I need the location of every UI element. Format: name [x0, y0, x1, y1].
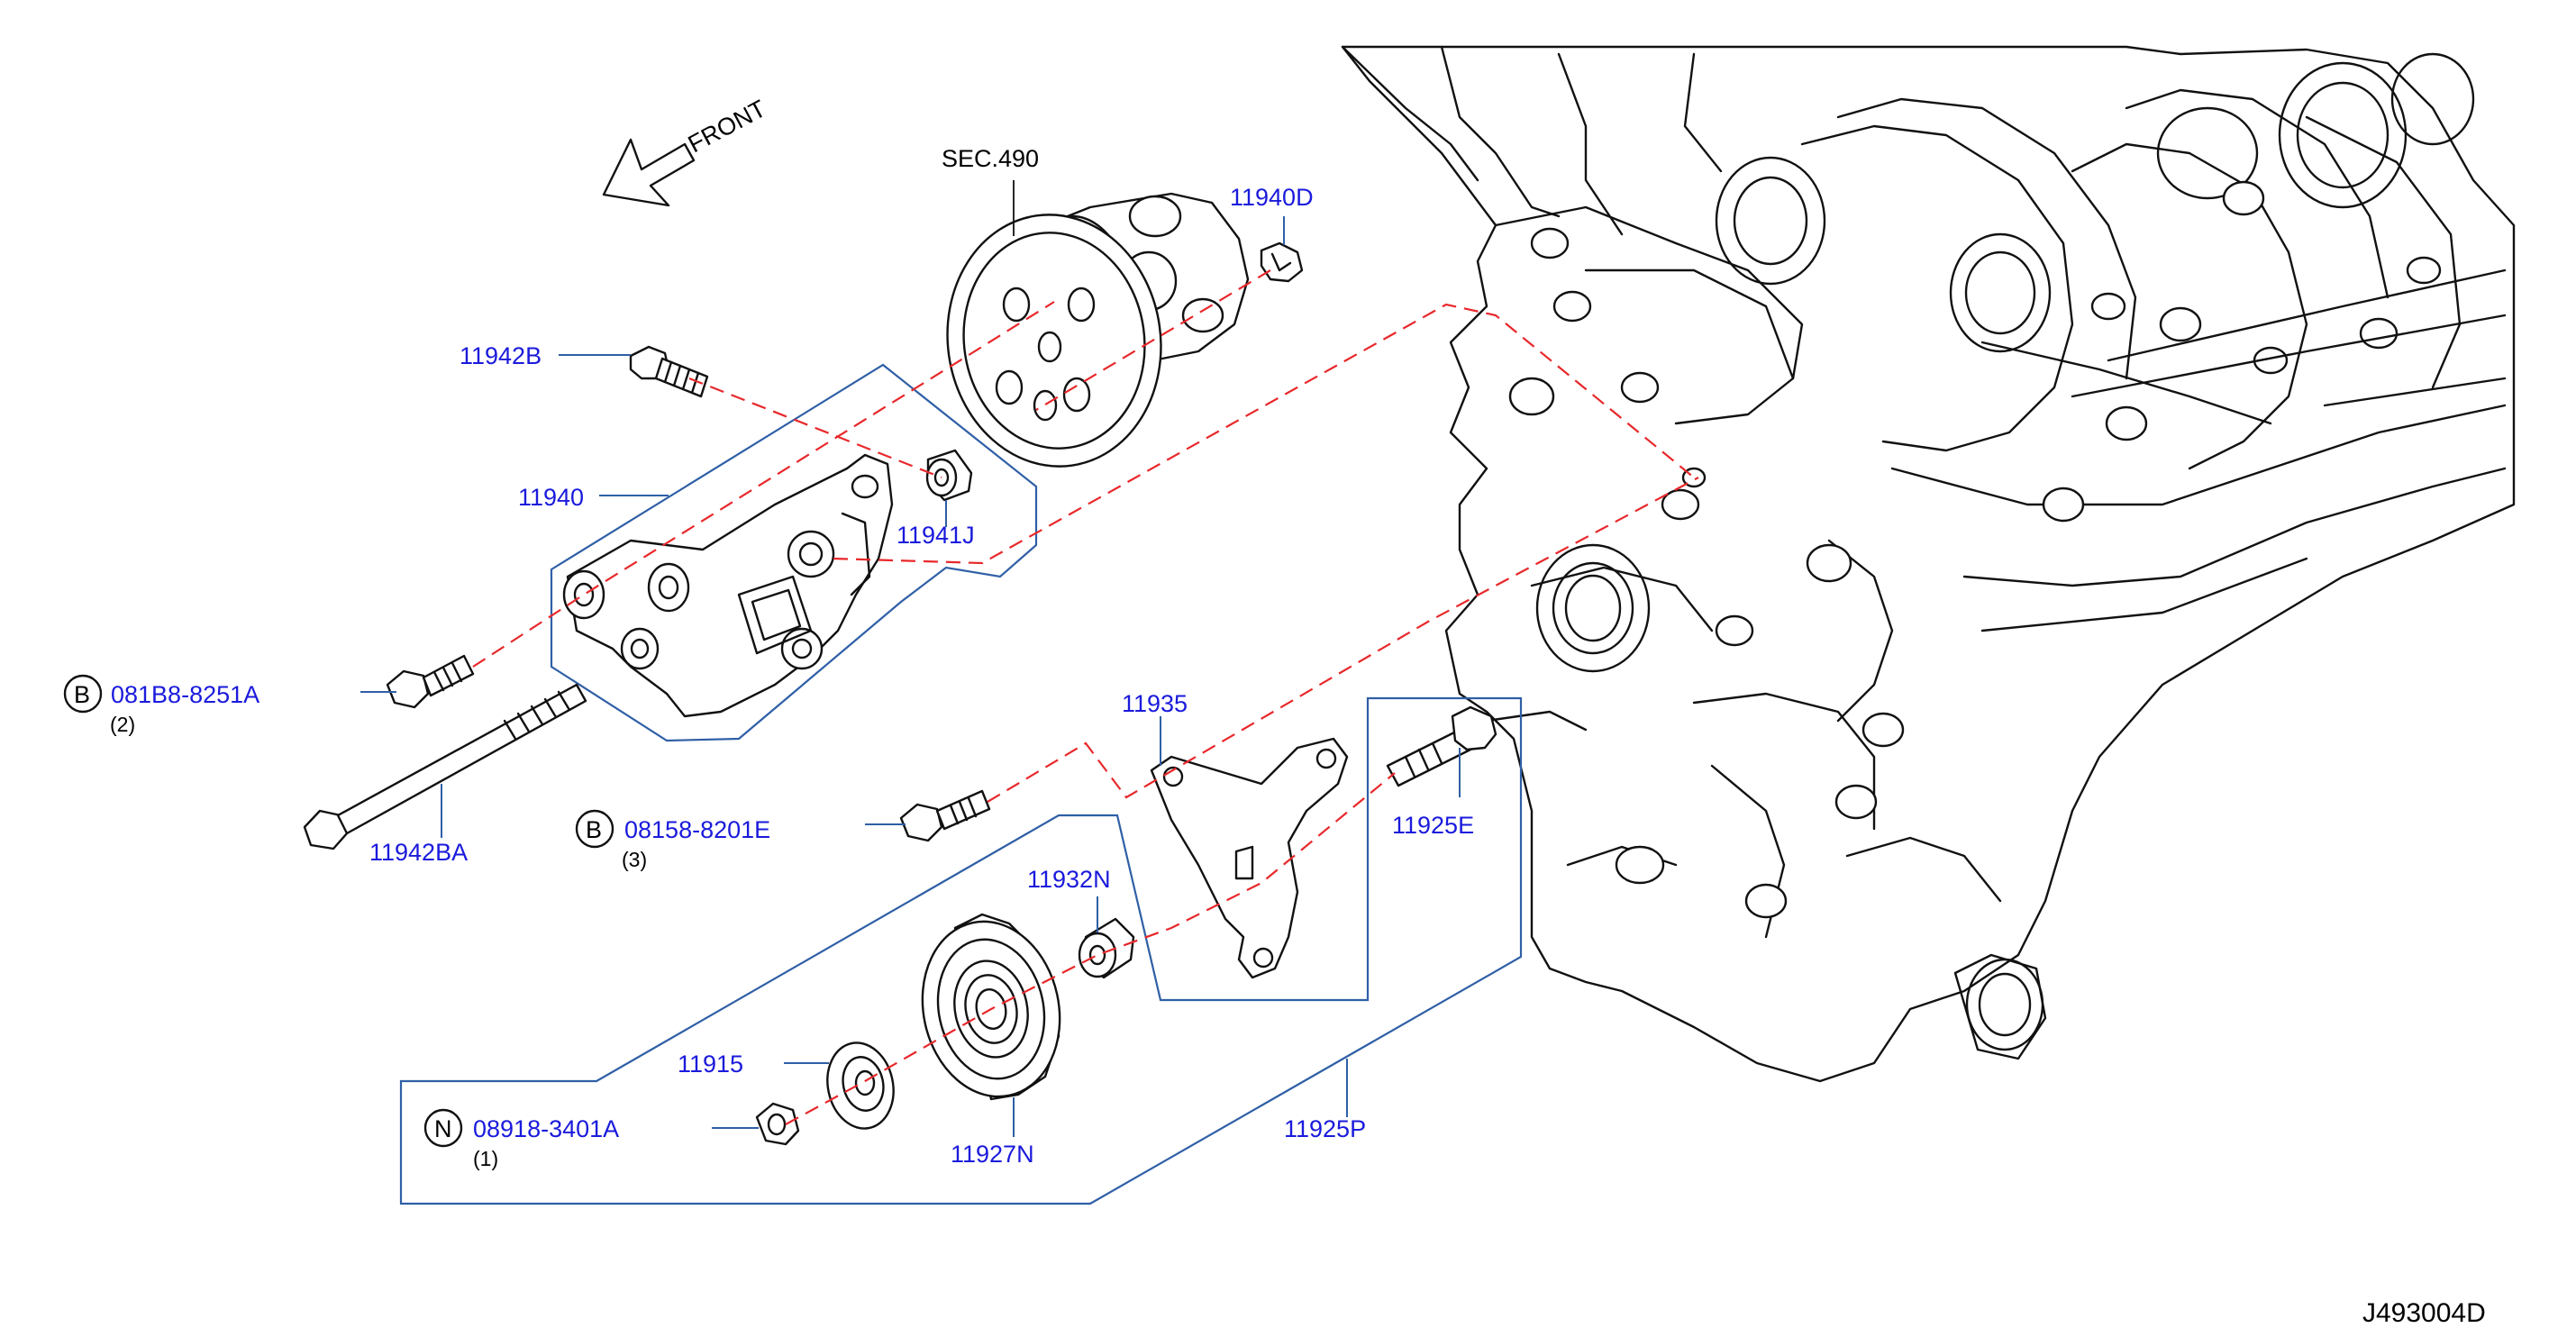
quantity-081b8: (2)	[110, 713, 135, 736]
washer-11915-drawing	[826, 1041, 895, 1130]
part-label-11932n[interactable]: 11932N	[1027, 866, 1111, 893]
callout-prefix-08158: B	[586, 816, 602, 843]
part-label-11925e[interactable]: 11925E	[1392, 812, 1474, 839]
bolt-11942b-drawing	[629, 345, 709, 398]
part-label-11942ba[interactable]: 11942BA	[369, 839, 468, 866]
part-label-08158: 08158-8201E	[624, 816, 770, 843]
bolt-081b8-drawing	[386, 654, 475, 709]
assembly-box-11925p	[399, 696, 1523, 1205]
part-label-11942b[interactable]: 11942B	[460, 342, 542, 369]
bolt-11925e-drawing	[1386, 705, 1497, 787]
quantity-08158: (3)	[622, 848, 647, 871]
bracket-11940-drawing	[562, 453, 894, 718]
part-label-08918: 08918-3401A	[473, 1115, 619, 1142]
part-label-11940d[interactable]: 11940D	[1230, 184, 1314, 211]
section-reference-label: SEC.490	[942, 145, 1039, 172]
power-steering-pump-drawing	[946, 192, 1250, 468]
long-bolt-11942ba-drawing	[303, 683, 587, 850]
front-label: FRONT	[684, 95, 770, 158]
part-label-11927n[interactable]: 11927N	[951, 1141, 1034, 1168]
engine-block-drawing	[1341, 45, 2516, 1083]
assembly-box-11940	[550, 363, 1038, 742]
part-label-11941j[interactable]: 11941J	[897, 522, 975, 549]
part-label-11935[interactable]: 11935	[1122, 690, 1188, 717]
part-label-11925p[interactable]: 11925P	[1284, 1115, 1366, 1142]
quantity-08918: (1)	[473, 1147, 498, 1170]
assembly-centerlines	[472, 269, 1699, 1125]
bolt-08158-drawing	[899, 789, 991, 842]
front-direction-arrow-icon: FRONT	[602, 95, 770, 207]
part-callout-08918[interactable]: N 08918-3401A (1)	[423, 1108, 619, 1170]
callout-prefix-08918: N	[434, 1115, 452, 1142]
clip-11940d-drawing	[1260, 241, 1304, 283]
diagram-code: J493004D	[2362, 1298, 2486, 1328]
part-label-11915[interactable]: 11915	[678, 1050, 743, 1078]
spacer-11932n-drawing	[1078, 917, 1135, 979]
bushing-11941j-drawing	[925, 449, 973, 502]
part-callout-081b8[interactable]: B 081B8-8251A (2)	[63, 674, 259, 736]
part-callout-08158[interactable]: B 08158-8201E (3)	[575, 809, 770, 871]
nut-08918-drawing	[755, 1102, 800, 1146]
part-label-11940[interactable]: 11940	[518, 484, 584, 511]
bracket-11935-drawing	[1150, 737, 1349, 979]
callout-prefix-081b8: B	[74, 681, 90, 708]
part-label-081b8: 081B8-8251A	[111, 681, 259, 708]
